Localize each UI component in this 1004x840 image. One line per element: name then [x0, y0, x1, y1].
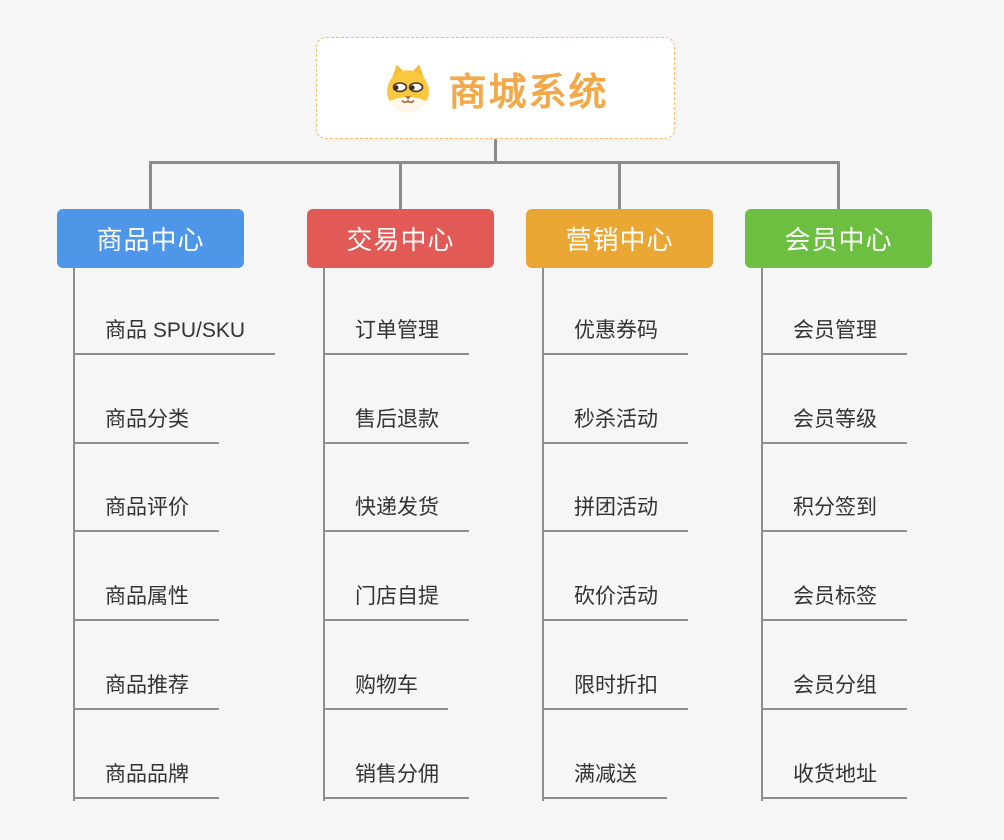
node-item[interactable]: 积分签到: [761, 494, 907, 532]
node-item[interactable]: 会员等级: [761, 406, 907, 444]
node-item[interactable]: 购物车: [323, 672, 448, 710]
node-item[interactable]: 限时折扣: [542, 672, 688, 710]
node-item[interactable]: 快递发货: [323, 494, 469, 532]
node-item[interactable]: 门店自提: [323, 583, 469, 621]
node-item[interactable]: 会员分组: [761, 672, 907, 710]
branch-header-4[interactable]: 会员中心: [745, 209, 932, 268]
node-item[interactable]: 售后退款: [323, 406, 469, 444]
node-item[interactable]: 商品 SPU/SKU: [73, 317, 276, 355]
branch-vertical-line-1: [73, 268, 75, 801]
branch-column-3: 营销中心优惠券码秒杀活动拼团活动砍价活动限时折扣满减送: [526, 209, 786, 801]
branch-header-1[interactable]: 商品中心: [57, 209, 244, 268]
node-item[interactable]: 商品属性: [73, 583, 219, 621]
node-item[interactable]: 商品推荐: [73, 672, 219, 710]
branch-column-4: 会员中心会员管理会员等级积分签到会员标签会员分组收货地址: [745, 209, 1004, 801]
node-item[interactable]: 优惠券码: [542, 317, 688, 355]
node-item[interactable]: 拼团活动: [542, 494, 688, 532]
node-item[interactable]: 收货地址: [761, 761, 907, 799]
branch-header-2[interactable]: 交易中心: [307, 209, 494, 268]
connector-drop-1: [149, 161, 152, 211]
connector-root-stub: [494, 139, 497, 164]
branch-vertical-line-2: [323, 268, 325, 801]
branch-vertical-line-4: [761, 268, 763, 801]
root-node[interactable]: 商城系统: [316, 37, 675, 139]
node-item[interactable]: 销售分佣: [323, 761, 469, 799]
dog-face-icon: [382, 63, 434, 113]
root-title: 商城系统: [448, 71, 609, 114]
node-item[interactable]: 砍价活动: [542, 583, 688, 621]
connector-horizontal-bar: [149, 161, 840, 164]
branch-vertical-line-3: [542, 268, 544, 801]
node-item[interactable]: 会员管理: [761, 317, 907, 355]
node-item[interactable]: 秒杀活动: [542, 406, 688, 444]
branch-header-3[interactable]: 营销中心: [526, 209, 713, 268]
connector-drop-4: [837, 161, 840, 211]
branch-column-2: 交易中心订单管理售后退款快递发货门店自提购物车销售分佣: [307, 209, 567, 801]
branch-column-1: 商品中心商品 SPU/SKU 商品分类商品评价商品属性商品推荐商品品牌: [57, 209, 317, 801]
connector-drop-2: [399, 161, 402, 211]
node-item[interactable]: 商品评价: [73, 494, 219, 532]
connector-drop-3: [618, 161, 621, 211]
node-item[interactable]: 会员标签: [761, 583, 907, 621]
node-item[interactable]: 满减送: [542, 761, 667, 799]
node-item[interactable]: 商品品牌: [73, 761, 219, 799]
node-item[interactable]: 商品分类: [73, 406, 219, 444]
node-item[interactable]: 订单管理: [323, 317, 469, 355]
